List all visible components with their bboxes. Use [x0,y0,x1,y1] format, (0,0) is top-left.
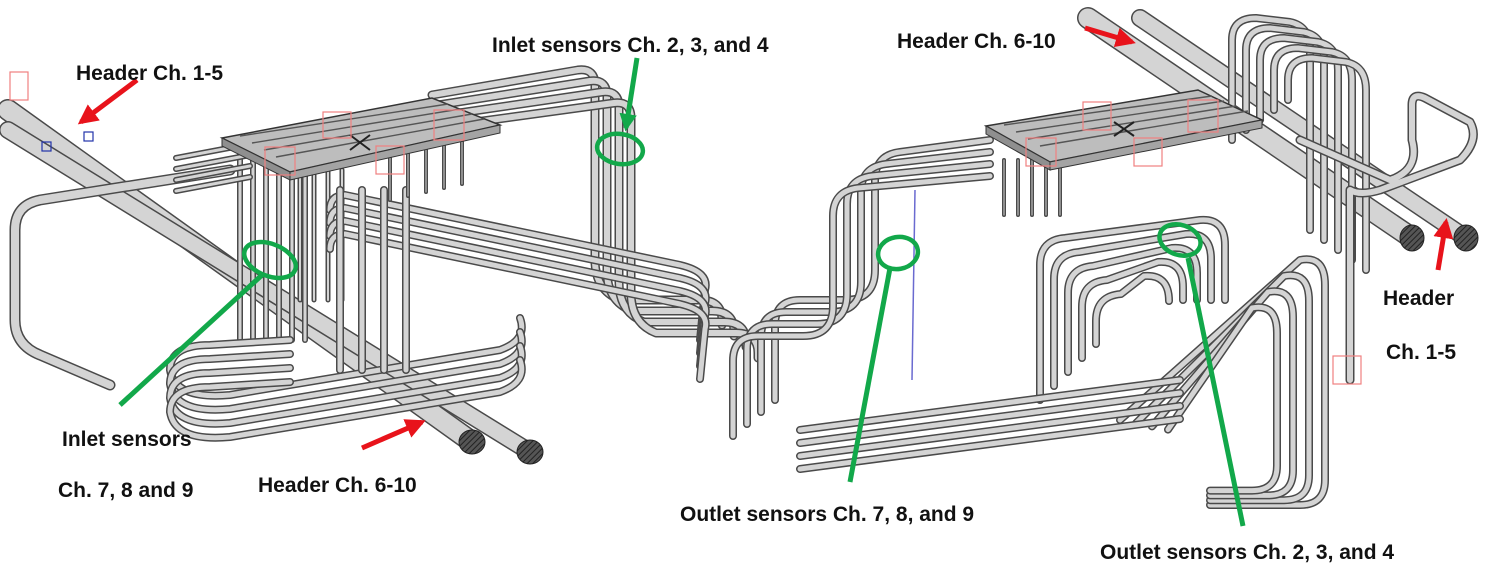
label-outlet-sensors-2-3-4: Outlet sensors Ch. 2, 3, and 4 [1100,541,1394,564]
nested-loop-pipe [1036,215,1229,404]
header-end-cap [1399,224,1425,252]
header-pipe [1131,9,1475,247]
outlet-loop-pipe [757,148,994,416]
header-arrow [361,419,426,451]
stub-pipe [173,174,253,194]
highlight-box [1187,99,1219,133]
outlet-loop-pipe [729,172,994,440]
label-inlet-sensors-7-8-9-channels: Ch. 7, 8 and 9 [58,479,193,502]
highlight-box [264,146,296,176]
label-header-ch-6-10: Header Ch. 6-10 [897,30,1056,53]
bottom-loop-pipe [166,356,526,442]
label-header-ch-1-5: Header Ch. 1-5 [76,62,223,85]
return-pipe [326,191,710,344]
highlight-box [9,71,29,101]
outlet-loop-pipe [771,136,994,404]
inlet-loop-pipe [427,87,751,352]
valve-marker [41,141,52,152]
return-pipe [796,402,1184,460]
nested-loop-pipe [1092,271,1173,348]
header-end-cap [516,439,544,465]
highlight-box [1332,355,1362,385]
nested-loop-pipe [1078,257,1187,362]
header-arrow [1084,25,1136,48]
nested-loop-pipe [1064,243,1201,376]
nested-loop-pipe [1164,303,1281,495]
highlight-box [1133,137,1163,167]
nested-loop-pipe [1050,229,1215,390]
label-header-ch-6-10: Header Ch. 6-10 [258,474,417,497]
label-outlet-sensors-7-8-9: Outlet sensors Ch. 7, 8, and 9 [680,503,974,526]
highlight-box [1025,137,1057,167]
label-header: Header [1383,287,1454,310]
nested-loop-pipe [1116,255,1329,509]
sensor-marker [1157,222,1203,258]
sensor-pointer [619,57,640,132]
signal-wire [911,189,916,381]
sensor-pointer [118,273,264,407]
label-inlet-sensors-2-3-4: Inlet sensors Ch. 2, 3, and 4 [492,34,769,57]
return-pipe [326,204,710,357]
outlet-loop-pipe [743,160,994,428]
nested-loop-pipe [1132,271,1313,505]
manifold-plate [219,97,503,181]
bottom-loop-pipe [166,328,526,414]
return-pipe [796,415,1184,473]
left-view: Header Ch. 1-5 Inlet sensors Ch. 2, 3, a… [0,34,769,502]
stub-pipe [173,163,253,183]
sensor-marker [242,239,298,281]
highlight-box [322,111,352,139]
header-end-cap [458,429,486,455]
sensor-pointer [847,267,893,483]
highlight-box [1082,101,1112,131]
right-view: Header Ch. 6-10 Header Ch. 1-5 Outlet se… [680,7,1479,564]
outlet-loop-pipe [1270,44,1356,264]
return-pipe [326,230,710,383]
bottom-loop-pipe [166,342,526,428]
sensor-marker [594,131,646,167]
return-pipe [326,217,710,370]
label-header-channels-1-5: Ch. 1-5 [1386,341,1456,364]
header-arrow [77,78,139,125]
manifold-plate [983,89,1265,171]
sensor-marker [875,234,921,272]
branch-pipe [1295,91,1478,385]
inlet-loop-pipe [427,76,739,341]
return-pipe [796,389,1184,447]
stub-pipe [173,152,253,172]
sensor-pointer [1185,257,1246,527]
valve-marker [83,131,94,142]
highlight-box [375,145,405,175]
header-arrow [1433,218,1454,271]
label-inlet-sensors-7-8-9: Inlet sensors [62,428,192,451]
header-end-cap [1453,224,1479,252]
highlight-box [433,109,465,141]
loop-pipe [9,164,236,391]
nested-loop-pipe [1148,287,1297,500]
outlet-loop-pipe [1284,54,1370,274]
